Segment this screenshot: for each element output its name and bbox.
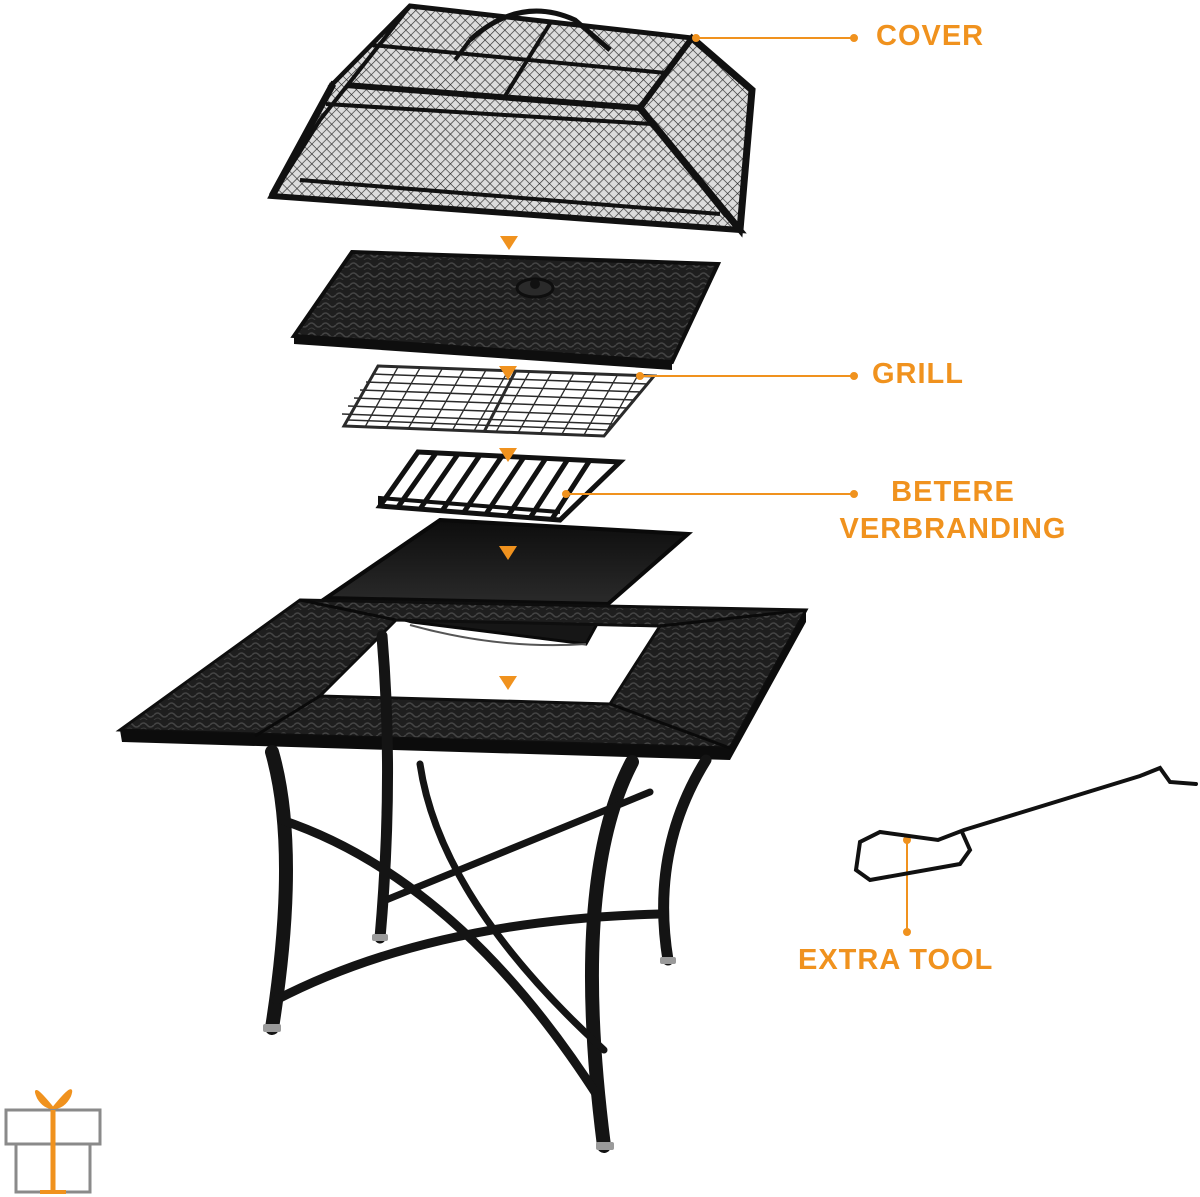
callout-lines: [562, 34, 911, 936]
down-arrow-icon: [500, 236, 518, 250]
down-arrow-icon: [499, 366, 517, 380]
table-top: [115, 598, 809, 760]
label-cover: COVER: [876, 20, 985, 52]
down-arrow-icon: [499, 546, 517, 560]
gift-icon: [4, 1089, 102, 1194]
leg-feet: [263, 934, 676, 1150]
label-better-combustion-line1: BETERE: [891, 476, 1015, 508]
poker-tool: [853, 765, 1198, 883]
down-arrow-icon: [499, 448, 517, 462]
assembly-arrows: [499, 236, 518, 690]
down-arrow-icon: [499, 676, 517, 690]
table-lid: [290, 249, 722, 370]
label-better-combustion-line2: VERBRANDING: [839, 513, 1067, 545]
label-extra-tool: EXTRA TOOL: [798, 944, 994, 976]
table-legs: [265, 630, 712, 1153]
cooking-grill: [341, 364, 658, 438]
label-grill: GRILL: [872, 358, 964, 390]
label-better-combustion: BETERE VERBRANDING: [808, 474, 1098, 548]
log-grate: [375, 449, 626, 523]
spark-screen-cover: [267, 3, 756, 238]
